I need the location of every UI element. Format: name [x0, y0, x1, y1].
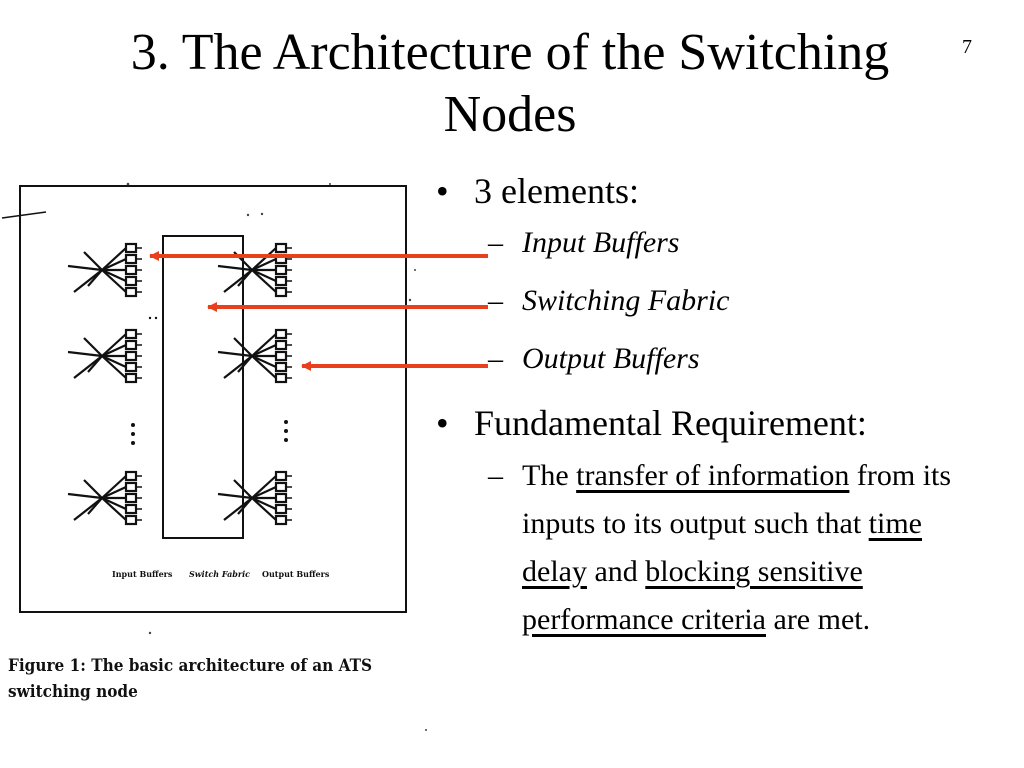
req-underline-transfer: transfer of information [576, 459, 850, 492]
label-switch-fabric: Switch Fabric [189, 569, 250, 579]
input-buffers-text: Input Buffers [522, 226, 680, 259]
buffer-group [67, 242, 142, 298]
dash: – [488, 226, 503, 259]
label-output-buffers: Output Buffers [262, 569, 330, 579]
dash: – [488, 284, 503, 317]
req-text: The [522, 459, 577, 492]
requirement-heading: Fundamental Requirement: [474, 403, 867, 443]
bullet-list: • 3 elements: – Input Buffers – Switchin… [436, 168, 1016, 644]
buffer-group [67, 328, 142, 384]
req-text: from its inputs to its output such that [522, 459, 952, 540]
buffer-group [67, 470, 142, 526]
scan-specks [126, 182, 427, 731]
elements-heading: 3 elements: [474, 171, 639, 211]
buffer-group [217, 242, 292, 298]
req-underline-time-delay: time delay [522, 507, 922, 588]
sub-bullet-input-buffers: – Input Buffers [436, 214, 1016, 272]
req-underline-blocking: blocking sensitive performance criteria [522, 555, 863, 636]
buffer-group [217, 470, 292, 526]
dash: – [488, 459, 503, 492]
buffer-group [217, 328, 292, 384]
bullet-requirement: • Fundamental Requirement: [436, 400, 1016, 446]
sub-bullet-output-buffers: – Output Buffers [436, 330, 1016, 388]
buffer-groups [67, 242, 292, 526]
bullet-dot: • [436, 171, 449, 211]
sub-bullet-switching-fabric: – Switching Fabric [436, 272, 1016, 330]
ellipsis-dots [131, 316, 288, 445]
dash: – [488, 342, 503, 375]
figure-frame [19, 185, 407, 613]
bullet-elements: • 3 elements: [436, 168, 1016, 214]
arrow-tails [428, 254, 488, 368]
switching-fabric-text: Switching Fabric [522, 284, 730, 317]
switch-fabric-box [162, 235, 244, 539]
architecture-figure: Input Buffers Switch Fabric Output Buffe… [1, 182, 430, 731]
slide-number: 7 [962, 36, 972, 58]
slide-title: 3. The Architecture of the Switching Nod… [130, 24, 890, 143]
bullet-dot: • [436, 403, 449, 443]
req-text: and [586, 555, 646, 588]
sub-bullet-requirement: – The transfer of information from its i… [436, 452, 982, 644]
figure-caption: Figure 1: The basic architecture of an A… [8, 656, 373, 702]
output-buffers-text: Output Buffers [522, 342, 700, 375]
req-text: are met. [766, 603, 871, 636]
label-input-buffers: Input Buffers [112, 569, 173, 579]
